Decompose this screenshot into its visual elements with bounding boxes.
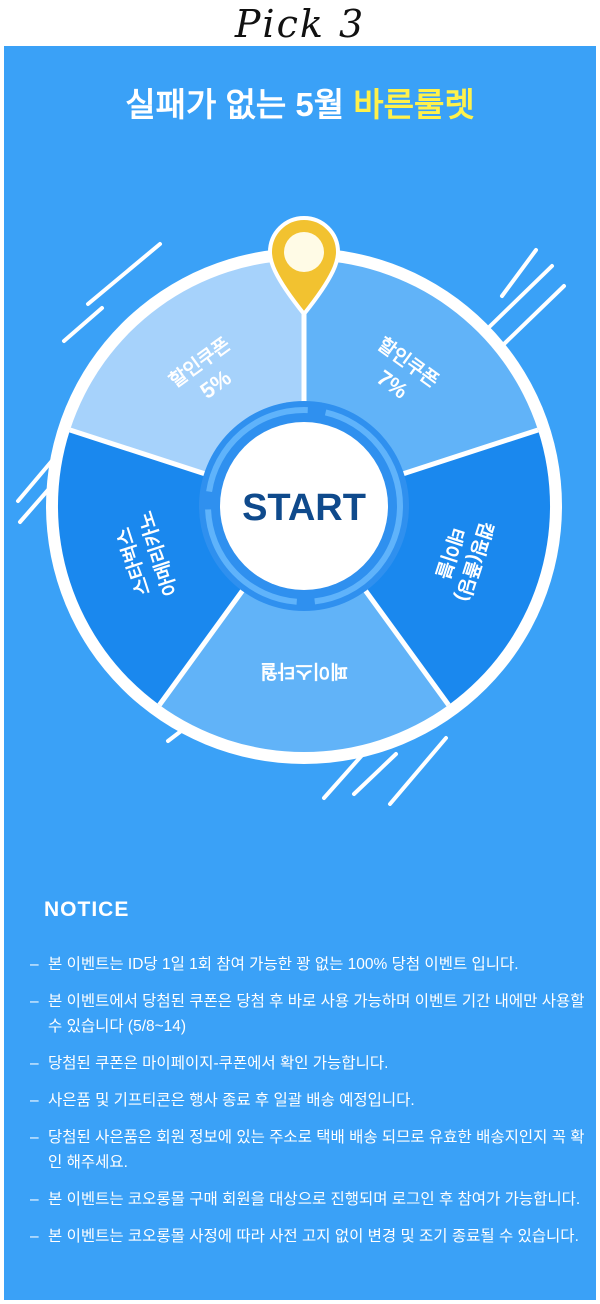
title-prefix: 실패가 없는 5월 [125, 86, 354, 123]
pick-label: Pick 3 [234, 2, 366, 46]
roulette-wheel: 할인쿠폰 7% 캠핑(폴딩) 테이블 페이스타월 스타벅스 아메리카노 할인쿠폰… [16, 216, 566, 806]
notice-item: 본 이벤트는 ID당 1일 1회 참여 가능한 꽝 없는 100% 당첨 이벤트… [30, 952, 586, 977]
notice-item: 당첨된 사은품은 회원 정보에 있는 주소로 택배 배송 되므로 유효한 배송지… [30, 1125, 586, 1175]
start-button[interactable]: START [199, 401, 409, 611]
roulette-panel: 실패가 없는 5월 바른룰렛 [4, 46, 596, 1300]
notice-item: 본 이벤트는 코오롱몰 사정에 따라 사전 고지 없이 변경 및 조기 종료될 … [30, 1224, 586, 1249]
notice-item: 본 이벤트에서 당첨된 쿠폰은 당첨 후 바로 사용 가능하며 이벤트 기간 내… [30, 989, 586, 1039]
start-ring-dash [205, 407, 403, 605]
event-title: 실패가 없는 5월 바른룰렛 [4, 78, 596, 126]
title-highlight: 바른룰렛 [353, 86, 475, 123]
notice-item: 사은품 및 기프티콘은 행사 종료 후 일괄 배송 예정입니다. [30, 1088, 586, 1113]
notice-list: 본 이벤트는 ID당 1일 1회 참여 가능한 꽝 없는 100% 당첨 이벤트… [30, 952, 586, 1261]
notice-item: 당첨된 쿠폰은 마이페이지-쿠폰에서 확인 가능합니다. [30, 1051, 586, 1076]
pin-marker-icon [267, 216, 341, 318]
start-disc [220, 422, 388, 590]
notice-item: 본 이벤트는 코오롱몰 구매 회원을 대상으로 진행되며 로그인 후 참여가 가… [30, 1187, 586, 1212]
notice-heading: NOTICE [44, 898, 130, 921]
bottom-border [0, 1300, 600, 1304]
segment-face-towel [159, 506, 449, 752]
segment-label-2-line1: 페이스타월 [260, 660, 347, 682]
decorative-lines [16, 242, 566, 806]
segment-label-2: 페이스타월 [260, 660, 347, 682]
header: Pick 3 [0, 0, 600, 46]
start-label: START [242, 487, 366, 529]
